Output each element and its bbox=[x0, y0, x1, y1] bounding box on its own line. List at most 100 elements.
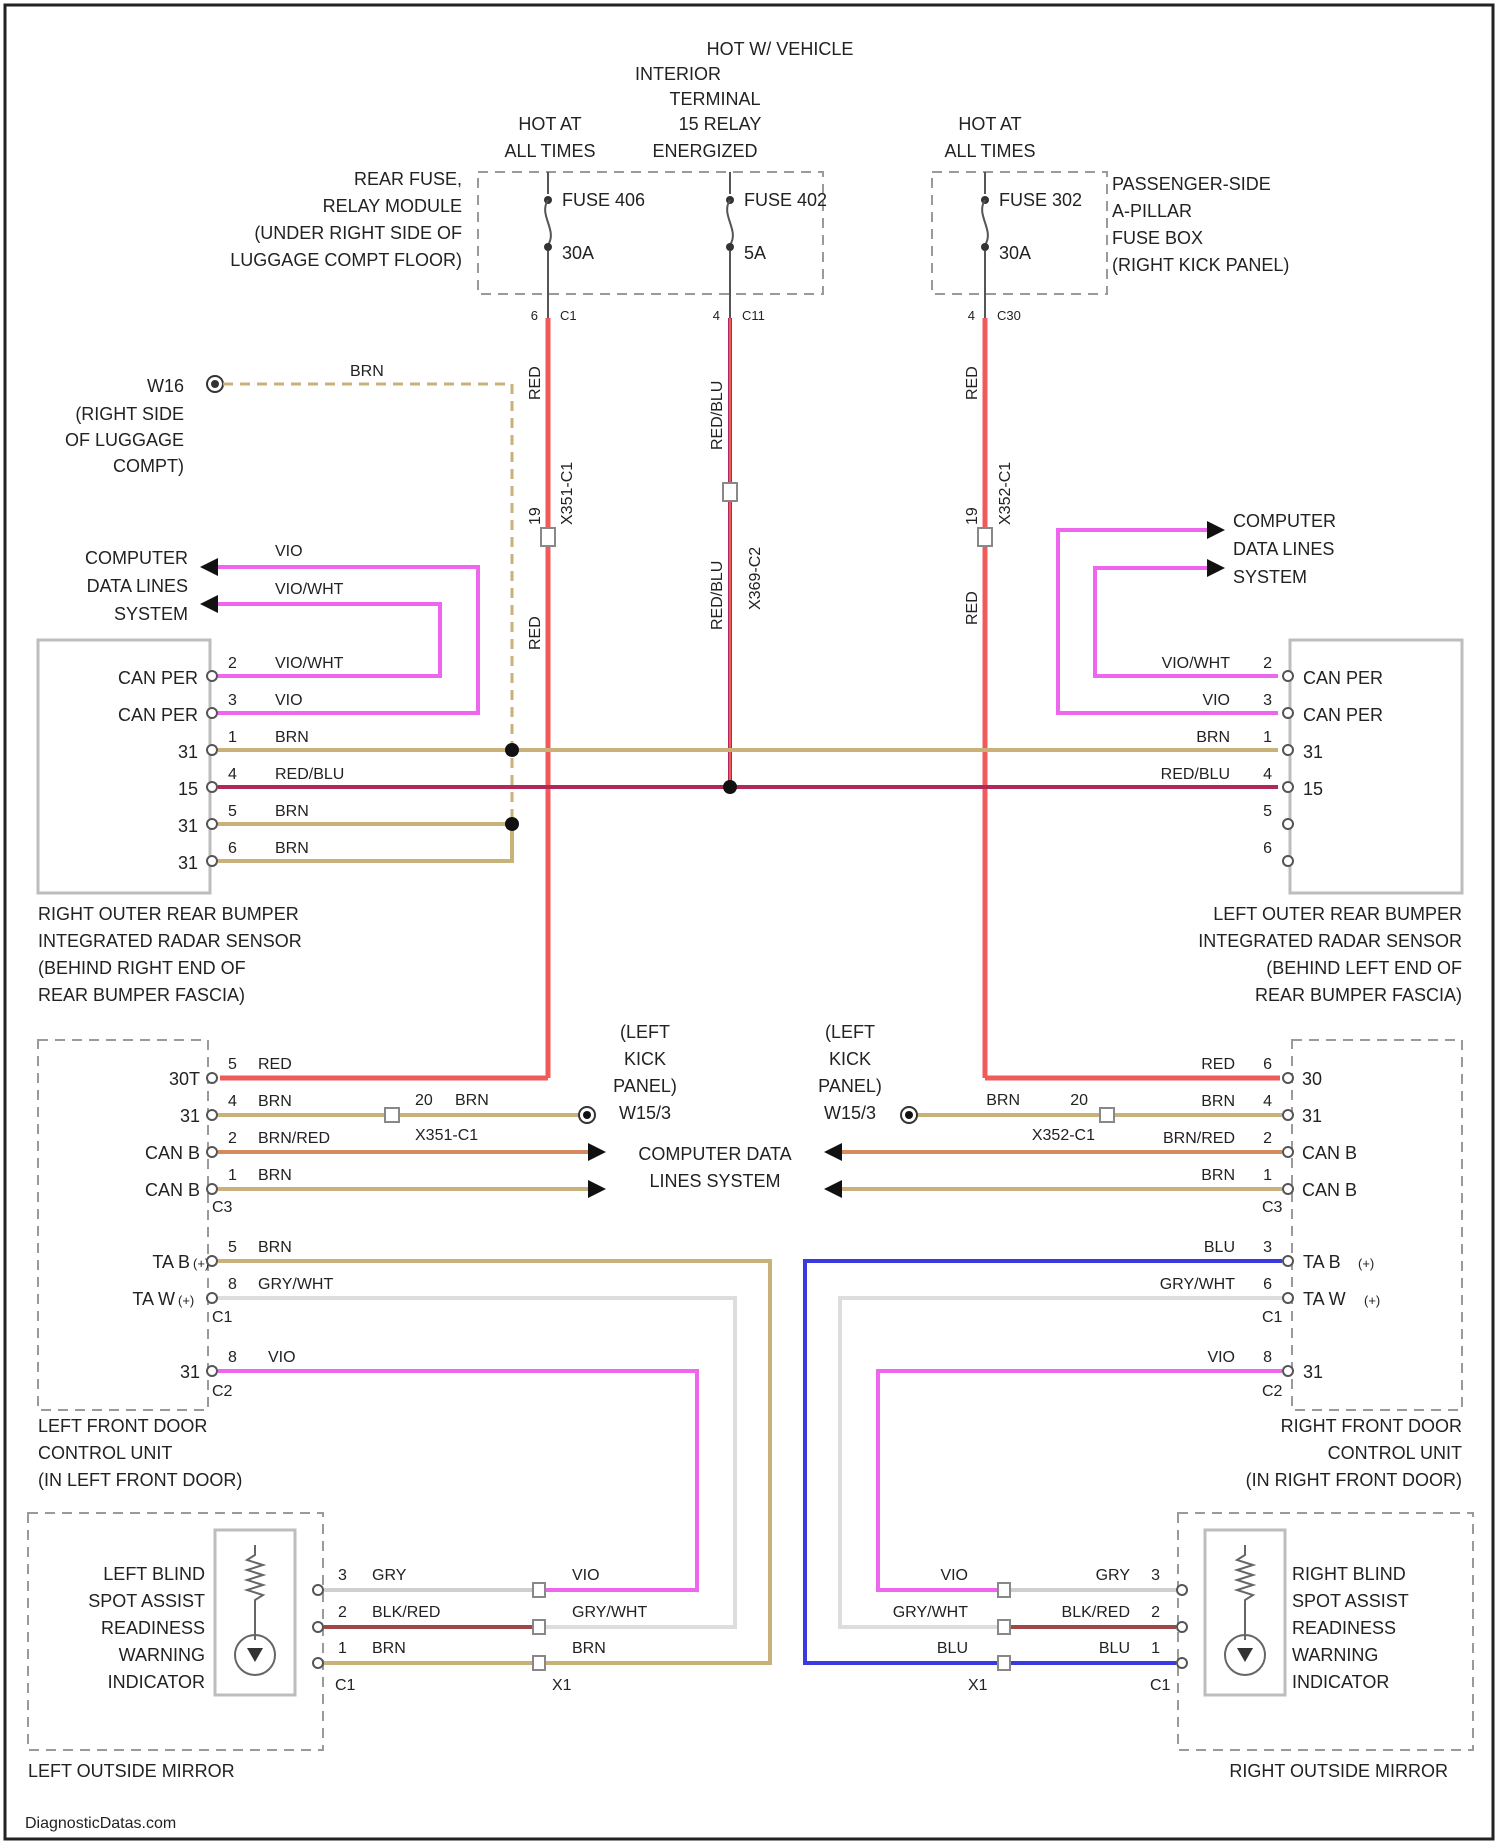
fuse-a: FUSE 406 30A bbox=[544, 172, 645, 318]
splice-dot-brn-2 bbox=[505, 817, 519, 831]
rm-c1-no-3: 1 bbox=[1151, 1640, 1160, 1657]
rm-ind-4: WARNING bbox=[1292, 1645, 1378, 1665]
rm-x1-color-1: VIO bbox=[940, 1567, 968, 1584]
fuse-a-amp: 30A bbox=[562, 243, 594, 263]
rm-x1-label: X1 bbox=[968, 1677, 988, 1694]
rd-canb-arrow-2 bbox=[824, 1180, 842, 1198]
vertical-labels: RED 19 X351-C1 RED RED/BLU RED/BLU X369-… bbox=[527, 366, 1014, 650]
ld-canb-arrow-2 bbox=[588, 1180, 606, 1198]
left-cdl-line-3: SYSTEM bbox=[114, 604, 188, 624]
left-door-c1: TA B (+) TA W (+) 5 BRN 8 GRY/WHT C1 31 … bbox=[132, 1239, 333, 1400]
splice-dot-brn-1 bbox=[505, 743, 519, 757]
rr-wire-color-4: RED/BLU bbox=[275, 766, 344, 783]
rd-c3-pin-4: CAN B bbox=[1302, 1180, 1357, 1200]
lm-ind-2: SPOT ASSIST bbox=[88, 1591, 205, 1611]
rd-c3-pin-2: 31 bbox=[1302, 1106, 1322, 1126]
ld-splice-conn: X351-C1 bbox=[415, 1127, 478, 1144]
lm-ind-5: INDICATOR bbox=[108, 1672, 205, 1692]
pass-fuse-box-line-2: A-PILLAR bbox=[1112, 201, 1192, 221]
ground-w16-desc-2: OF LUGGAGE bbox=[65, 430, 184, 450]
rm-ind-3: READINESS bbox=[1292, 1618, 1396, 1638]
lm-x1-color-1: VIO bbox=[572, 1567, 600, 1584]
ld-c1-color-1: BRN bbox=[258, 1239, 292, 1256]
lm-c1-no-1: 3 bbox=[338, 1567, 347, 1584]
ld-caption: LEFT FRONT DOOR CONTROL UNIT (IN LEFT FR… bbox=[38, 1416, 242, 1490]
ld-c3-pin-2: 31 bbox=[180, 1106, 200, 1126]
wire-ld-vio-31 bbox=[218, 1371, 697, 1590]
wire-ld-brn-tab bbox=[218, 1261, 770, 1663]
rd-c3-label: C3 bbox=[1262, 1199, 1283, 1216]
pass-fuse-box-line-3: FUSE BOX bbox=[1112, 228, 1203, 248]
lm-c1-no-2: 2 bbox=[338, 1604, 347, 1621]
rm-c1-no-1: 3 bbox=[1151, 1567, 1160, 1584]
ld-canb-arrow-1 bbox=[588, 1143, 606, 1161]
left-cdl-line-2: DATA LINES bbox=[87, 576, 188, 596]
ld-c3-pin-3: CAN B bbox=[145, 1143, 200, 1163]
cdl-center-2: LINES SYSTEM bbox=[649, 1171, 780, 1191]
left-indicator-label: LEFT BLIND SPOT ASSIST READINESS WARNING… bbox=[88, 1564, 205, 1692]
v1-bot-label: RED bbox=[527, 616, 544, 650]
hot-ign-line-2: INTERIOR bbox=[635, 64, 721, 84]
rd-splice-connector bbox=[1100, 1108, 1114, 1122]
kick-left-4: W15/3 bbox=[619, 1103, 671, 1123]
rr-pin-5: 31 bbox=[178, 816, 198, 836]
left-radar-caption: LEFT OUTER REAR BUMPER INTEGRATED RADAR … bbox=[1198, 904, 1462, 1005]
ground-w16: W16 (RIGHT SIDE OF LUGGAGE COMPT) BRN bbox=[65, 363, 384, 476]
lr-wire-no-2: 3 bbox=[1263, 692, 1272, 709]
rm-x1-color-2: GRY/WHT bbox=[893, 1604, 968, 1621]
kick-left-label: (LEFT KICK PANEL) W15/3 bbox=[613, 1022, 677, 1123]
lr-wire-color-4: RED/BLU bbox=[1161, 766, 1230, 783]
rr-wire-color-5: BRN bbox=[275, 803, 309, 820]
v3-pin-label: 19 bbox=[964, 507, 981, 525]
rm-caption: RIGHT OUTSIDE MIRROR bbox=[1229, 1761, 1448, 1781]
rr-wire-color-6: BRN bbox=[275, 840, 309, 857]
hot-ign-line-5: ENERGIZED bbox=[652, 141, 757, 161]
left-radar-wire-labels: 2 VIO/WHT 3 VIO 1 BRN 4 RED/BLU 5 6 bbox=[1161, 655, 1272, 857]
hot-ign-line-1: HOT W/ VEHICLE bbox=[707, 39, 854, 59]
rr-wire-no-3: 1 bbox=[228, 729, 237, 746]
rd-caption: RIGHT FRONT DOOR CONTROL UNIT (IN RIGHT … bbox=[1246, 1416, 1462, 1490]
rm-c1-color-2: BLK/RED bbox=[1062, 1604, 1130, 1621]
rear-fuse-box-line-1: REAR FUSE, bbox=[354, 169, 462, 189]
ground-w16-name: W16 bbox=[147, 376, 184, 396]
ld-splice-no: 20 bbox=[415, 1092, 433, 1109]
rr-pin-6: 31 bbox=[178, 853, 198, 873]
lm-c1-color-3: BRN bbox=[372, 1640, 406, 1657]
fuse-a-name: FUSE 406 bbox=[562, 190, 645, 210]
v1-pin-label: 19 bbox=[527, 507, 544, 525]
right-cdl-line-1: COMPUTER bbox=[1233, 511, 1336, 531]
kick-right-4: W15/3 bbox=[824, 1103, 876, 1123]
lr-wire-no-1: 2 bbox=[1263, 655, 1272, 672]
rd-c1-color-2: GRY/WHT bbox=[1160, 1276, 1235, 1293]
fuse-b: FUSE 402 5A bbox=[726, 172, 827, 318]
lm-c1-color-1: GRY bbox=[372, 1567, 407, 1584]
rm-x1-connectors bbox=[998, 1583, 1010, 1670]
rd-c3-no-3: 2 bbox=[1263, 1130, 1272, 1147]
ld-splice-color: BRN bbox=[455, 1092, 489, 1109]
fuse-b-pin: C11 bbox=[742, 308, 765, 323]
right-door-c1: TA B (+) TA W (+) 3 BLU 6 GRY/WHT C1 31 … bbox=[1160, 1239, 1381, 1400]
rr-wire-no-5: 5 bbox=[228, 803, 237, 820]
ld-c2-color: VIO bbox=[268, 1349, 296, 1366]
rr-wire-no-1: 2 bbox=[228, 655, 237, 672]
ld-c3-pin-1: 30T bbox=[169, 1069, 200, 1089]
right-radar-caption: RIGHT OUTER REAR BUMPER INTEGRATED RADAR… bbox=[38, 904, 302, 1005]
rd-c1-color-1: BLU bbox=[1204, 1239, 1235, 1256]
rd-splice-conn: X352-C1 bbox=[1032, 1127, 1095, 1144]
left-front-door-control-unit bbox=[38, 1040, 208, 1410]
ld-c1-pin-1: TA B bbox=[152, 1252, 190, 1272]
footer-watermark: DiagnosticDatas.com bbox=[25, 1815, 176, 1832]
rd-caption-1: RIGHT FRONT DOOR bbox=[1281, 1416, 1462, 1436]
rr-caption-1: RIGHT OUTER REAR BUMPER bbox=[38, 904, 299, 924]
ld-c2-pin: 31 bbox=[180, 1362, 200, 1382]
ld-c3-color-3: BRN/RED bbox=[258, 1130, 330, 1147]
hot-always-2-line-2: ALL TIMES bbox=[944, 141, 1035, 161]
lm-ind-4: WARNING bbox=[119, 1645, 205, 1665]
lm-c1-label: C1 bbox=[335, 1677, 356, 1694]
ld-c1-color-2: GRY/WHT bbox=[258, 1276, 333, 1293]
lr-caption-4: REAR BUMPER FASCIA) bbox=[1255, 985, 1462, 1005]
fuse-c-amp: 30A bbox=[999, 243, 1031, 263]
rm-c1-color-1: GRY bbox=[1096, 1567, 1131, 1584]
rd-c1-pin-1: TA B bbox=[1303, 1252, 1341, 1272]
ld-c3-no-4: 1 bbox=[228, 1167, 237, 1184]
